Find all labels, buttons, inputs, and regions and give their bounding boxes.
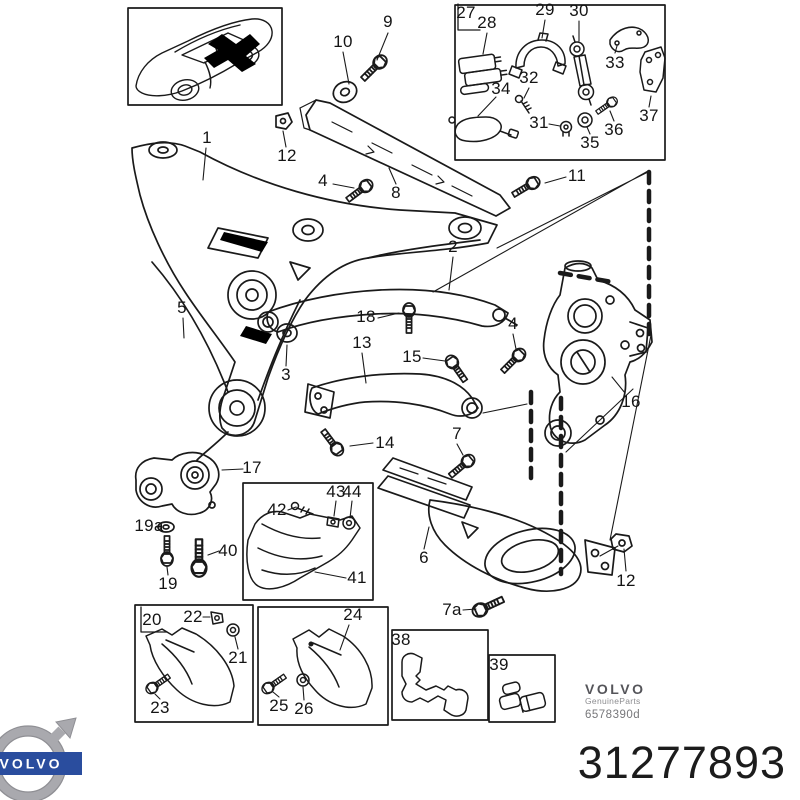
logo-wordmark: VOLVO bbox=[0, 756, 62, 772]
part-callout-24: 24 bbox=[343, 605, 363, 624]
knuckle-drawing bbox=[542, 260, 653, 447]
part-callout-25: 25 bbox=[269, 696, 289, 715]
part-callout-12: 12 bbox=[616, 571, 636, 590]
part-callout-2: 2 bbox=[448, 237, 458, 256]
part-callout-28: 28 bbox=[477, 13, 497, 32]
mount-bracket-drawing bbox=[134, 451, 220, 578]
part-callout-21: 21 bbox=[228, 648, 248, 667]
shield-inset-20-drawing bbox=[143, 611, 240, 707]
part-callout-30: 30 bbox=[569, 1, 589, 20]
heat-shield-inset-drawing bbox=[246, 501, 361, 590]
inset-frames bbox=[127, 3, 666, 726]
logo-banner bbox=[0, 752, 90, 775]
part-callout-41: 41 bbox=[347, 568, 367, 587]
part-callout-15: 15 bbox=[402, 347, 422, 366]
clip-inset-drawing bbox=[498, 681, 547, 713]
genuine-parts-brand: VOLVO bbox=[585, 681, 646, 697]
projection-lines bbox=[432, 170, 652, 557]
part-callout-36: 36 bbox=[604, 120, 624, 139]
leader-lines bbox=[154, 19, 652, 701]
assembly-dashed-lines bbox=[528, 169, 652, 577]
part-callout-7: 7 bbox=[452, 424, 462, 443]
part-callout-19a: 19a bbox=[134, 516, 164, 535]
part-callout-4: 4 bbox=[318, 171, 328, 190]
part-callout-40: 40 bbox=[218, 541, 238, 560]
part-callout-22: 22 bbox=[183, 607, 203, 626]
part-callout-19: 19 bbox=[158, 574, 178, 593]
part-callout-31: 31 bbox=[529, 113, 549, 132]
suspension-highlight bbox=[204, 34, 260, 72]
part-callout-33: 33 bbox=[605, 53, 625, 72]
part-callout-1: 1 bbox=[202, 128, 212, 147]
iron-arrow-head bbox=[55, 717, 77, 740]
part-callout-7a: 7a bbox=[442, 600, 462, 619]
part-callout-43: 43 bbox=[326, 482, 346, 501]
part-callout-3: 3 bbox=[281, 365, 291, 384]
shield-inset-24-drawing bbox=[259, 628, 373, 709]
part-number: 31277893 bbox=[577, 737, 786, 788]
part-callout-13: 13 bbox=[352, 333, 372, 352]
part-callout-23: 23 bbox=[150, 698, 170, 717]
genuine-parts-label: GenuineParts bbox=[585, 696, 641, 707]
part-callout-11: 11 bbox=[567, 166, 587, 185]
subframe-drawing bbox=[131, 141, 498, 461]
part-callout-38: 38 bbox=[391, 630, 411, 649]
hardware-inset-drawing bbox=[448, 26, 666, 143]
car-location-drawing bbox=[135, 18, 273, 102]
part-callout-12: 12 bbox=[277, 146, 297, 165]
gasket-inset-drawing bbox=[401, 652, 469, 717]
upper-arm-drawing bbox=[257, 288, 530, 377]
genuine-parts-code: 6578390d bbox=[585, 708, 641, 721]
part-callout-39: 39 bbox=[489, 655, 509, 674]
part-callout-16: 16 bbox=[621, 392, 641, 411]
part-callout-37: 37 bbox=[639, 106, 659, 125]
part-callout-10: 10 bbox=[333, 32, 353, 51]
part-callout-20: 20 bbox=[142, 610, 162, 629]
part-callout-34: 34 bbox=[491, 79, 511, 98]
crossmember-brace-drawing bbox=[275, 51, 543, 217]
part-callout-26: 26 bbox=[294, 699, 314, 718]
part-callout-4: 4 bbox=[508, 314, 518, 333]
volvo-iron-mark-logo: VOLVO bbox=[0, 714, 90, 800]
part-callout-6: 6 bbox=[419, 548, 429, 567]
genuine-parts-stamp: VOLVO GenuineParts 6578390d bbox=[585, 681, 671, 722]
part-callout-9: 9 bbox=[383, 12, 393, 31]
part-callout-18: 18 bbox=[356, 307, 376, 326]
part-callout-27: 27 bbox=[456, 3, 476, 22]
part-callout-32: 32 bbox=[519, 68, 539, 87]
iron-arrow-shaft bbox=[46, 726, 66, 746]
trailing-arm-drawing bbox=[377, 451, 633, 621]
part-callout-5: 5 bbox=[177, 298, 187, 317]
lower-arm-drawing bbox=[304, 351, 483, 460]
part-callout-17: 17 bbox=[242, 458, 262, 477]
part-callout-35: 35 bbox=[580, 133, 600, 152]
part-callout-8: 8 bbox=[391, 183, 401, 202]
part-callout-29: 29 bbox=[535, 0, 555, 19]
part-callout-44: 44 bbox=[342, 482, 362, 501]
part-callout-14: 14 bbox=[375, 433, 395, 452]
part-callout-42: 42 bbox=[267, 500, 287, 519]
